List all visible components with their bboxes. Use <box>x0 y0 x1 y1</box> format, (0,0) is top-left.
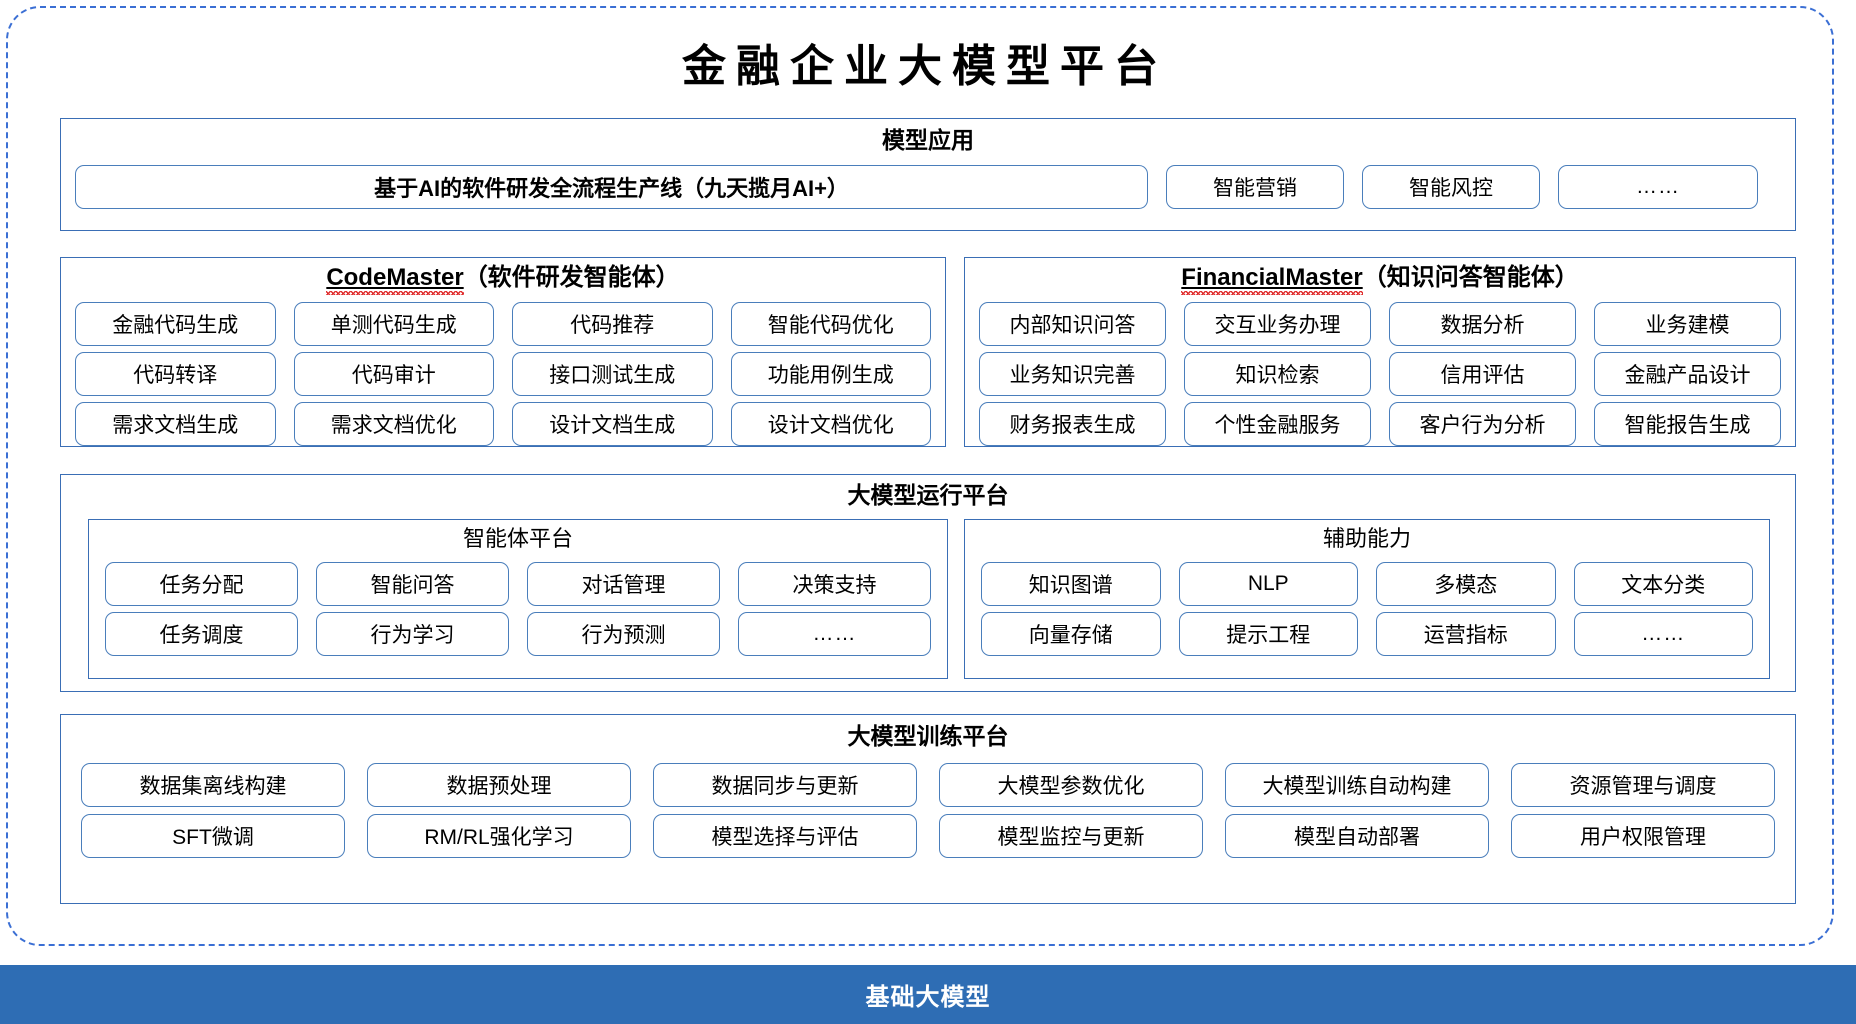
financialmaster-name-en: FinancialMaster <box>1181 264 1364 295</box>
capability-box[interactable]: 数据预处理 <box>367 763 631 807</box>
runtime-platform-title: 大模型运行平台 <box>847 482 1009 508</box>
capability-box[interactable]: 设计文档生成 <box>512 402 713 446</box>
capability-box[interactable]: SFT微调 <box>81 814 345 858</box>
codemaster-name-en: CodeMaster <box>326 264 465 295</box>
capability-box[interactable]: 金融代码生成 <box>75 302 276 346</box>
capability-box[interactable]: 功能用例生成 <box>730 352 931 396</box>
application-box-marketing[interactable]: 智能营销 <box>1166 165 1344 209</box>
application-box-more[interactable]: …… <box>1558 165 1758 209</box>
capability-box[interactable]: 代码转译 <box>75 352 276 396</box>
codemaster-name-cn: （软件研发智能体） <box>463 264 680 291</box>
capability-box[interactable]: 业务建模 <box>1594 302 1781 346</box>
capability-box[interactable]: 智能报告生成 <box>1594 402 1781 446</box>
capability-box[interactable]: 模型选择与评估 <box>653 814 917 858</box>
codemaster-panel: CodeMaster（软件研发智能体） 金融代码生成 单测代码生成 代码推荐 智… <box>60 257 946 447</box>
capability-box[interactable]: 信用评估 <box>1389 352 1576 396</box>
capability-box[interactable]: 资源管理与调度 <box>1511 763 1775 807</box>
capability-row: 数据集离线构建 数据预处理 数据同步与更新 大模型参数优化 大模型训练自动构建 … <box>81 763 1775 807</box>
financialmaster-title: FinancialMaster（知识问答智能体） <box>965 264 1795 295</box>
capability-box[interactable]: 大模型参数优化 <box>939 763 1203 807</box>
capability-box[interactable]: 代码审计 <box>293 352 494 396</box>
capability-box[interactable]: 财务报表生成 <box>979 402 1166 446</box>
capability-box[interactable]: 数据同步与更新 <box>653 763 917 807</box>
runtime-platform-panel: 大模型运行平台 智能体平台 任务分配 智能问答 对话管理 决策支持 任务调度 行… <box>60 474 1796 692</box>
capability-box[interactable]: 大模型训练自动构建 <box>1225 763 1489 807</box>
capability-box[interactable]: 向量存储 <box>981 612 1161 656</box>
agent-platform-grid: 任务分配 智能问答 对话管理 决策支持 任务调度 行为学习 行为预测 …… <box>105 562 931 656</box>
capability-box[interactable]: 金融产品设计 <box>1594 352 1781 396</box>
capability-box[interactable]: 数据分析 <box>1389 302 1576 346</box>
capability-row: 财务报表生成 个性金融服务 客户行为分析 智能报告生成 <box>979 402 1781 446</box>
capability-box[interactable]: 任务调度 <box>105 612 298 656</box>
capability-box[interactable]: 需求文档生成 <box>75 402 276 446</box>
capability-box[interactable]: 用户权限管理 <box>1511 814 1775 858</box>
agent-platform-title: 智能体平台 <box>462 526 573 551</box>
capability-box[interactable]: 知识检索 <box>1184 352 1371 396</box>
training-platform-panel: 大模型训练平台 数据集离线构建 数据预处理 数据同步与更新 大模型参数优化 大模… <box>60 714 1796 904</box>
model-applications-title: 模型应用 <box>882 127 974 153</box>
base-model-bar: 基础大模型 <box>0 965 1856 1024</box>
capability-box-more[interactable]: …… <box>1573 612 1753 656</box>
capability-row: 任务分配 智能问答 对话管理 决策支持 <box>105 562 931 606</box>
financialmaster-name-cn: （知识问答智能体） <box>1362 264 1579 291</box>
capability-box[interactable]: 模型监控与更新 <box>939 814 1203 858</box>
training-platform-title: 大模型训练平台 <box>847 723 1009 749</box>
capability-row: 任务调度 行为学习 行为预测 …… <box>105 612 931 656</box>
capability-row: 代码转译 代码审计 接口测试生成 功能用例生成 <box>75 352 931 396</box>
capability-row: SFT微调 RM/RL强化学习 模型选择与评估 模型监控与更新 模型自动部署 用… <box>81 814 1775 858</box>
auxiliary-capability-grid: 知识图谱 NLP 多模态 文本分类 向量存储 提示工程 运营指标 …… <box>981 562 1753 656</box>
application-box-main[interactable]: 基于AI的软件研发全流程生产线（九天揽月AI+） <box>75 165 1148 209</box>
capability-box[interactable]: 设计文档优化 <box>730 402 931 446</box>
page-title: 金融企业大模型平台 <box>682 41 1168 92</box>
capability-box[interactable]: 智能代码优化 <box>730 302 931 346</box>
capability-box[interactable]: 智能问答 <box>316 562 509 606</box>
capability-box[interactable]: 客户行为分析 <box>1389 402 1576 446</box>
capability-row: 内部知识问答 交互业务办理 数据分析 业务建模 <box>979 302 1781 346</box>
capability-box[interactable]: 行为预测 <box>527 612 720 656</box>
capability-box[interactable]: 数据集离线构建 <box>81 763 345 807</box>
capability-box[interactable]: 单测代码生成 <box>293 302 494 346</box>
model-applications-panel: 模型应用 基于AI的软件研发全流程生产线（九天揽月AI+） 智能营销 智能风控 … <box>60 118 1796 231</box>
capability-box[interactable]: 知识图谱 <box>981 562 1161 606</box>
capability-box[interactable]: 多模态 <box>1376 562 1556 606</box>
capability-row: 金融代码生成 单测代码生成 代码推荐 智能代码优化 <box>75 302 931 346</box>
base-model-label: 基础大模型 <box>865 984 991 1011</box>
auxiliary-capability-title: 辅助能力 <box>1322 526 1411 551</box>
capability-box[interactable]: RM/RL强化学习 <box>367 814 631 858</box>
capability-box[interactable]: 业务知识完善 <box>979 352 1166 396</box>
capability-box[interactable]: 运营指标 <box>1376 612 1556 656</box>
capability-box[interactable]: 交互业务办理 <box>1184 302 1371 346</box>
capability-box[interactable]: 模型自动部署 <box>1225 814 1489 858</box>
financialmaster-capability-grid: 内部知识问答 交互业务办理 数据分析 业务建模 业务知识完善 知识检索 信用评估… <box>979 302 1781 446</box>
capability-box[interactable]: 行为学习 <box>316 612 509 656</box>
auxiliary-capability-panel: 辅助能力 知识图谱 NLP 多模态 文本分类 向量存储 提示工程 运营指标 …… <box>964 519 1770 679</box>
capability-box[interactable]: 文本分类 <box>1573 562 1753 606</box>
codemaster-capability-grid: 金融代码生成 单测代码生成 代码推荐 智能代码优化 代码转译 代码审计 接口测试… <box>75 302 931 446</box>
capability-box[interactable]: 个性金融服务 <box>1184 402 1371 446</box>
capability-box[interactable]: NLP <box>1178 562 1358 606</box>
capability-row: 需求文档生成 需求文档优化 设计文档生成 设计文档优化 <box>75 402 931 446</box>
codemaster-title: CodeMaster（软件研发智能体） <box>61 264 945 295</box>
capability-box[interactable]: 内部知识问答 <box>979 302 1166 346</box>
capability-box[interactable]: 接口测试生成 <box>512 352 713 396</box>
capability-box[interactable]: 代码推荐 <box>512 302 713 346</box>
capability-box-more[interactable]: …… <box>738 612 931 656</box>
diagram-outer-frame: 金融企业大模型平台 模型应用 基于AI的软件研发全流程生产线（九天揽月AI+） … <box>6 6 1834 946</box>
model-applications-row: 基于AI的软件研发全流程生产线（九天揽月AI+） 智能营销 智能风控 …… <box>75 165 1781 209</box>
capability-box[interactable]: 提示工程 <box>1178 612 1358 656</box>
training-platform-grid: 数据集离线构建 数据预处理 数据同步与更新 大模型参数优化 大模型训练自动构建 … <box>81 763 1775 858</box>
capability-row: 业务知识完善 知识检索 信用评估 金融产品设计 <box>979 352 1781 396</box>
capability-row: 向量存储 提示工程 运营指标 …… <box>981 612 1753 656</box>
application-box-risk[interactable]: 智能风控 <box>1362 165 1540 209</box>
capability-box[interactable]: 对话管理 <box>527 562 720 606</box>
financialmaster-panel: FinancialMaster（知识问答智能体） 内部知识问答 交互业务办理 数… <box>964 257 1796 447</box>
capability-row: 知识图谱 NLP 多模态 文本分类 <box>981 562 1753 606</box>
capability-box[interactable]: 需求文档优化 <box>293 402 494 446</box>
capability-box[interactable]: 决策支持 <box>738 562 931 606</box>
agent-platform-panel: 智能体平台 任务分配 智能问答 对话管理 决策支持 任务调度 行为学习 行为预测… <box>88 519 948 679</box>
capability-box[interactable]: 任务分配 <box>105 562 298 606</box>
